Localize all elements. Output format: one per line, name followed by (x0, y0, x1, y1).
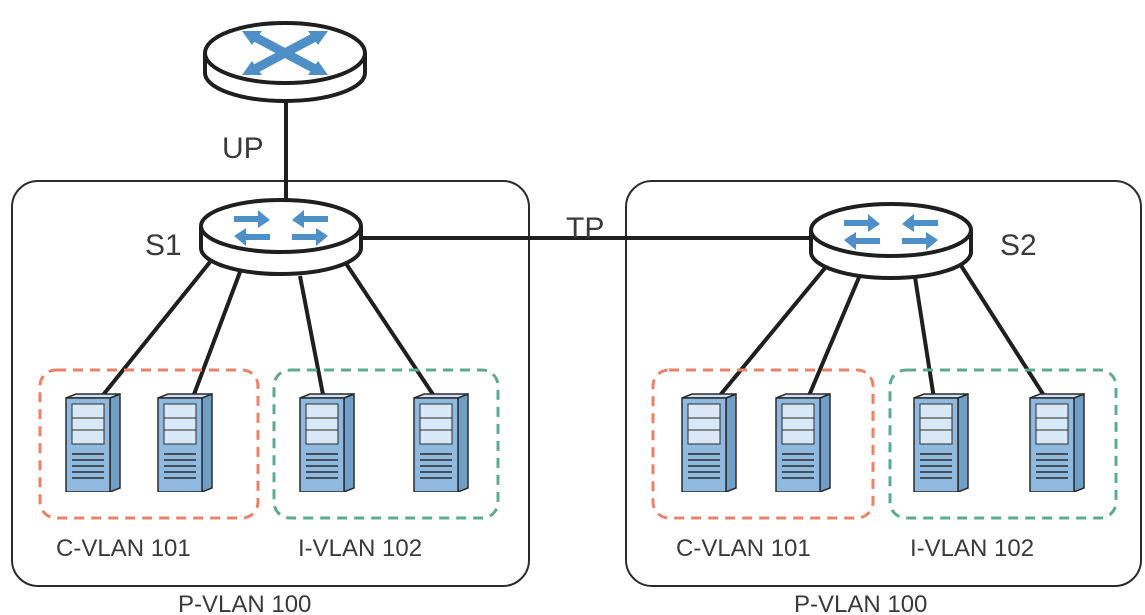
server-icon (157, 393, 213, 492)
switch-s1-label: S1 (145, 229, 182, 262)
server-icon (913, 393, 969, 492)
uplink-label: UP (222, 132, 264, 165)
switch-s2-icon (809, 202, 973, 280)
s1-server-wires (93, 260, 442, 407)
c-vlan-box-left (38, 368, 260, 520)
server-icon (775, 393, 831, 492)
server-icon (681, 393, 737, 492)
switch-s2-label: S2 (1000, 229, 1037, 262)
p-vlan-label-right: P-VLAN 100 (794, 591, 927, 615)
i-vlan-label-right: I-VLAN 102 (910, 535, 1034, 562)
server-icon (413, 393, 469, 492)
i-vlan-box-right (888, 368, 1118, 520)
server-icon (65, 393, 121, 492)
router-icon (205, 23, 365, 101)
i-vlan-label-left: I-VLAN 102 (298, 535, 422, 562)
c-vlan-label-right: C-VLAN 101 (676, 535, 811, 562)
p-vlan-box-right (625, 180, 1142, 587)
c-vlan-box-right (651, 368, 875, 520)
trunk-label: TP (566, 212, 604, 245)
p-vlan-box-left (11, 180, 530, 587)
server-icon (299, 393, 355, 492)
i-vlan-box-left (272, 368, 500, 520)
switch-s1-icon (199, 198, 363, 276)
s2-server-wires (710, 260, 1052, 407)
server-icon (1029, 393, 1085, 492)
c-vlan-label-left: C-VLAN 101 (56, 535, 191, 562)
p-vlan-label-left: P-VLAN 100 (178, 591, 311, 615)
